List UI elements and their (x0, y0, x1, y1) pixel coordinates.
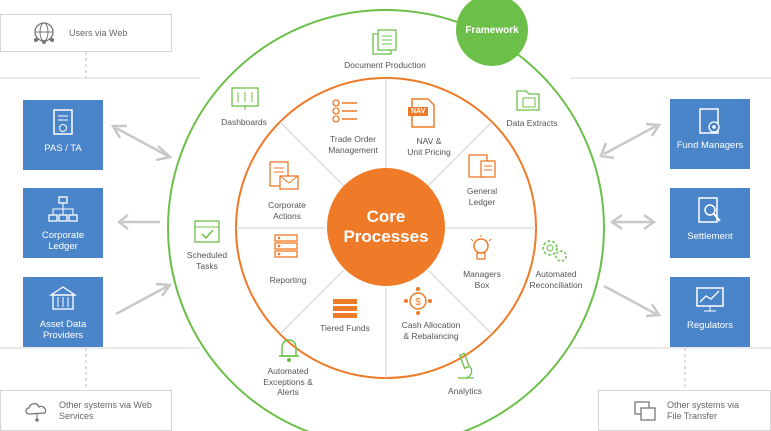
core-circle (327, 168, 445, 286)
analytics-label: Analytics (447, 386, 482, 396)
document-check-icon (53, 109, 73, 135)
document-production-icon (372, 29, 397, 55)
microscope-icon (458, 352, 474, 379)
chart-monitor-icon (696, 287, 724, 312)
svg-text:$: $ (415, 297, 421, 308)
inner-spokes (236, 78, 536, 378)
lightbulb-icon (470, 235, 492, 260)
cash-allocation-icon: $ (404, 287, 432, 315)
automated-reconciliation-label: Automated Reconciliation (529, 269, 583, 290)
corporate-actions-icon (269, 161, 299, 190)
tiered-funds-label: Tiered Funds (320, 323, 370, 333)
cloud-network-icon (25, 402, 47, 422)
data-extracts-label: Data Extracts (506, 118, 558, 128)
scheduled-tasks-label: Scheduled Tasks (186, 250, 228, 271)
corporate-actions-label: Corporate Actions (268, 200, 306, 221)
tile-corporate-ledger: Corporate Ledger (23, 188, 103, 258)
document-production-label: Document Production (344, 60, 426, 70)
outer-ring (167, 9, 605, 431)
tile-pas-ta: PAS / TA (23, 100, 103, 170)
right-arrows (599, 122, 662, 318)
tile-regulators: Regulators (670, 277, 750, 347)
dashboards-label: Dashboards (221, 117, 267, 127)
checklist-icon (332, 99, 357, 123)
right-enclosure (570, 77, 771, 349)
general-ledger-label: General Ledger (466, 186, 498, 207)
tile-pas-ta-label: PAS / TA (44, 143, 82, 154)
users-via-web-box: Users via Web (0, 14, 172, 52)
reporting-label: Reporting (269, 275, 307, 285)
calendar-icon (194, 220, 220, 243)
tile-corporate-ledger-label: Corporate Ledger (41, 230, 85, 252)
tile-regulators-label: Regulators (687, 320, 733, 331)
tile-settlement: Settlement (670, 188, 750, 258)
tile-settlement-label: Settlement (687, 231, 733, 242)
nav-document-icon: NAV (408, 97, 436, 129)
left-enclosure (0, 77, 200, 349)
left-arrows (110, 124, 173, 316)
data-extracts-icon (516, 90, 540, 111)
framework-badge: Framework (456, 0, 528, 66)
other-systems-web-label: Other systems via Web Services (59, 399, 152, 421)
gear-document-icon (699, 108, 720, 134)
nav-unit-pricing-label: NAV & Unit Pricing (407, 136, 451, 157)
core-processes-label: Core Processes (343, 207, 429, 246)
users-via-web-label: Users via Web (69, 28, 128, 38)
gears-icon (542, 240, 567, 262)
tile-fund-managers-label: Fund Managers (676, 140, 744, 151)
automated-exceptions-label: Automated Exceptions & Alerts (263, 366, 313, 397)
dashboards-icon (231, 87, 259, 110)
cash-allocation-label: Cash Allocation & Rebalancing (401, 320, 461, 341)
tile-asset-data-providers-label: Asset Data Providers (39, 319, 87, 341)
tiered-funds-icon (333, 299, 357, 318)
ledger-icon (468, 154, 496, 178)
building-icon (49, 286, 77, 310)
other-systems-file-box: Other systems via File Transfer (598, 390, 771, 431)
other-systems-web-box: Other systems via Web Services (0, 390, 172, 431)
other-systems-file-label: Other systems via File Transfer (667, 399, 740, 421)
file-transfer-icon (634, 400, 656, 421)
search-document-icon (698, 197, 721, 223)
managers-box-label: Managers Box (463, 269, 501, 290)
reporting-icon (274, 234, 298, 258)
tile-fund-managers: Fund Managers (670, 99, 750, 169)
globe-users-icon (34, 22, 54, 44)
nav-badge: NAV (408, 107, 429, 116)
bell-icon (279, 339, 299, 362)
trade-order-management-label: Trade Order Management (328, 134, 378, 155)
org-chart-icon (48, 196, 78, 222)
tile-asset-data-providers: Asset Data Providers (23, 277, 103, 347)
